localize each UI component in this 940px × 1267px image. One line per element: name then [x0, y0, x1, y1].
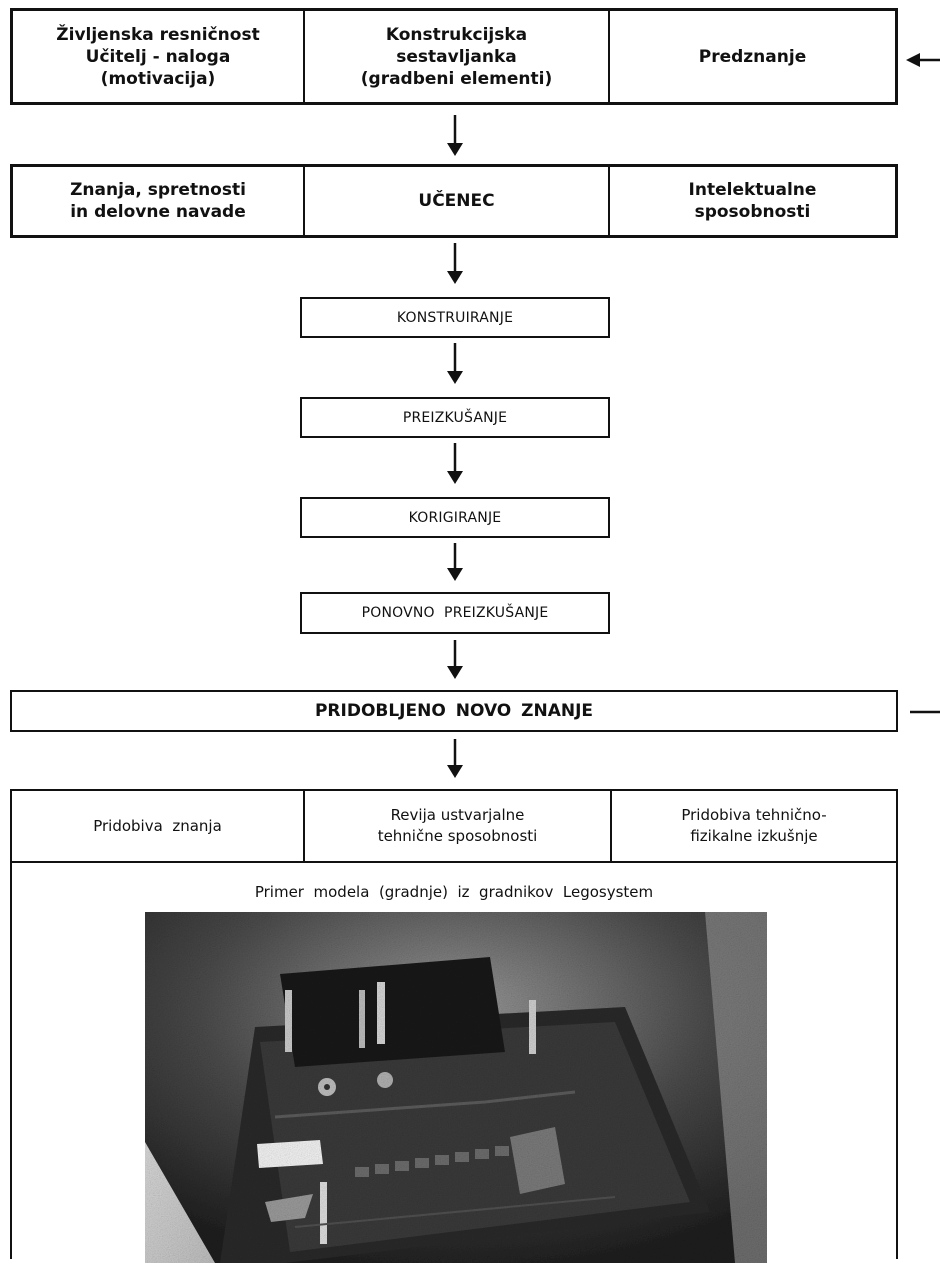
outcome-cell-knowledge: Pridobiva znanja [93, 816, 222, 835]
step-testing: PREIZKUŠANJE [300, 397, 610, 438]
down-arrow-7 [447, 739, 463, 778]
learner-cell-skills: Znanja, spretnosti in delovne navade [70, 180, 246, 222]
down-arrow-2 [447, 243, 463, 284]
feedback-arrow-in [906, 53, 940, 67]
down-arrow-6 [447, 640, 463, 679]
top-cell-prior-knowledge: Predznanje [608, 11, 895, 102]
step-correcting: KORIGIRANJE [300, 497, 610, 538]
top-cell-life-reality: Življenska resničnost Učitelj - naloga (… [56, 24, 260, 89]
step-retesting: PONOVNO PREIZKUŠANJE [300, 592, 610, 634]
outcome-row: Pridobiva znanja Revija ustvarjalne tehn… [12, 791, 896, 863]
learner-cell-student: UČENEC [303, 167, 608, 235]
lego-model-image [145, 912, 767, 1263]
learner-cell-intellectual: Intelektualne sposobnosti [608, 167, 895, 235]
outcome-panel: Pridobiva znanja Revija ustvarjalne tehn… [10, 789, 898, 1263]
result-box: PRIDOBLJENO NOVO ZNANJE [10, 690, 898, 732]
lego-model-photo [145, 912, 767, 1263]
top-row: Življenska resničnost Učitelj - naloga (… [10, 8, 898, 105]
down-arrow-1 [447, 115, 463, 156]
photo-caption: Primer modela (gradnje) iz gradnikov Leg… [254, 883, 654, 901]
outcome-cell-creative: Revija ustvarjalne tehnične sposobnosti [303, 791, 610, 861]
down-arrow-4 [447, 443, 463, 484]
down-arrow-5 [447, 543, 463, 581]
top-cell-construction-kit: Konstrukcijska sestavljanka (gradbeni el… [303, 11, 608, 102]
outcome-cell-experience: Pridobiva tehnično- fizikalne izkušnje [610, 791, 896, 861]
learner-row: Znanja, spretnosti in delovne navade UČE… [10, 164, 898, 238]
step-constructing: KONSTRUIRANJE [300, 297, 610, 338]
down-arrow-3 [447, 343, 463, 384]
